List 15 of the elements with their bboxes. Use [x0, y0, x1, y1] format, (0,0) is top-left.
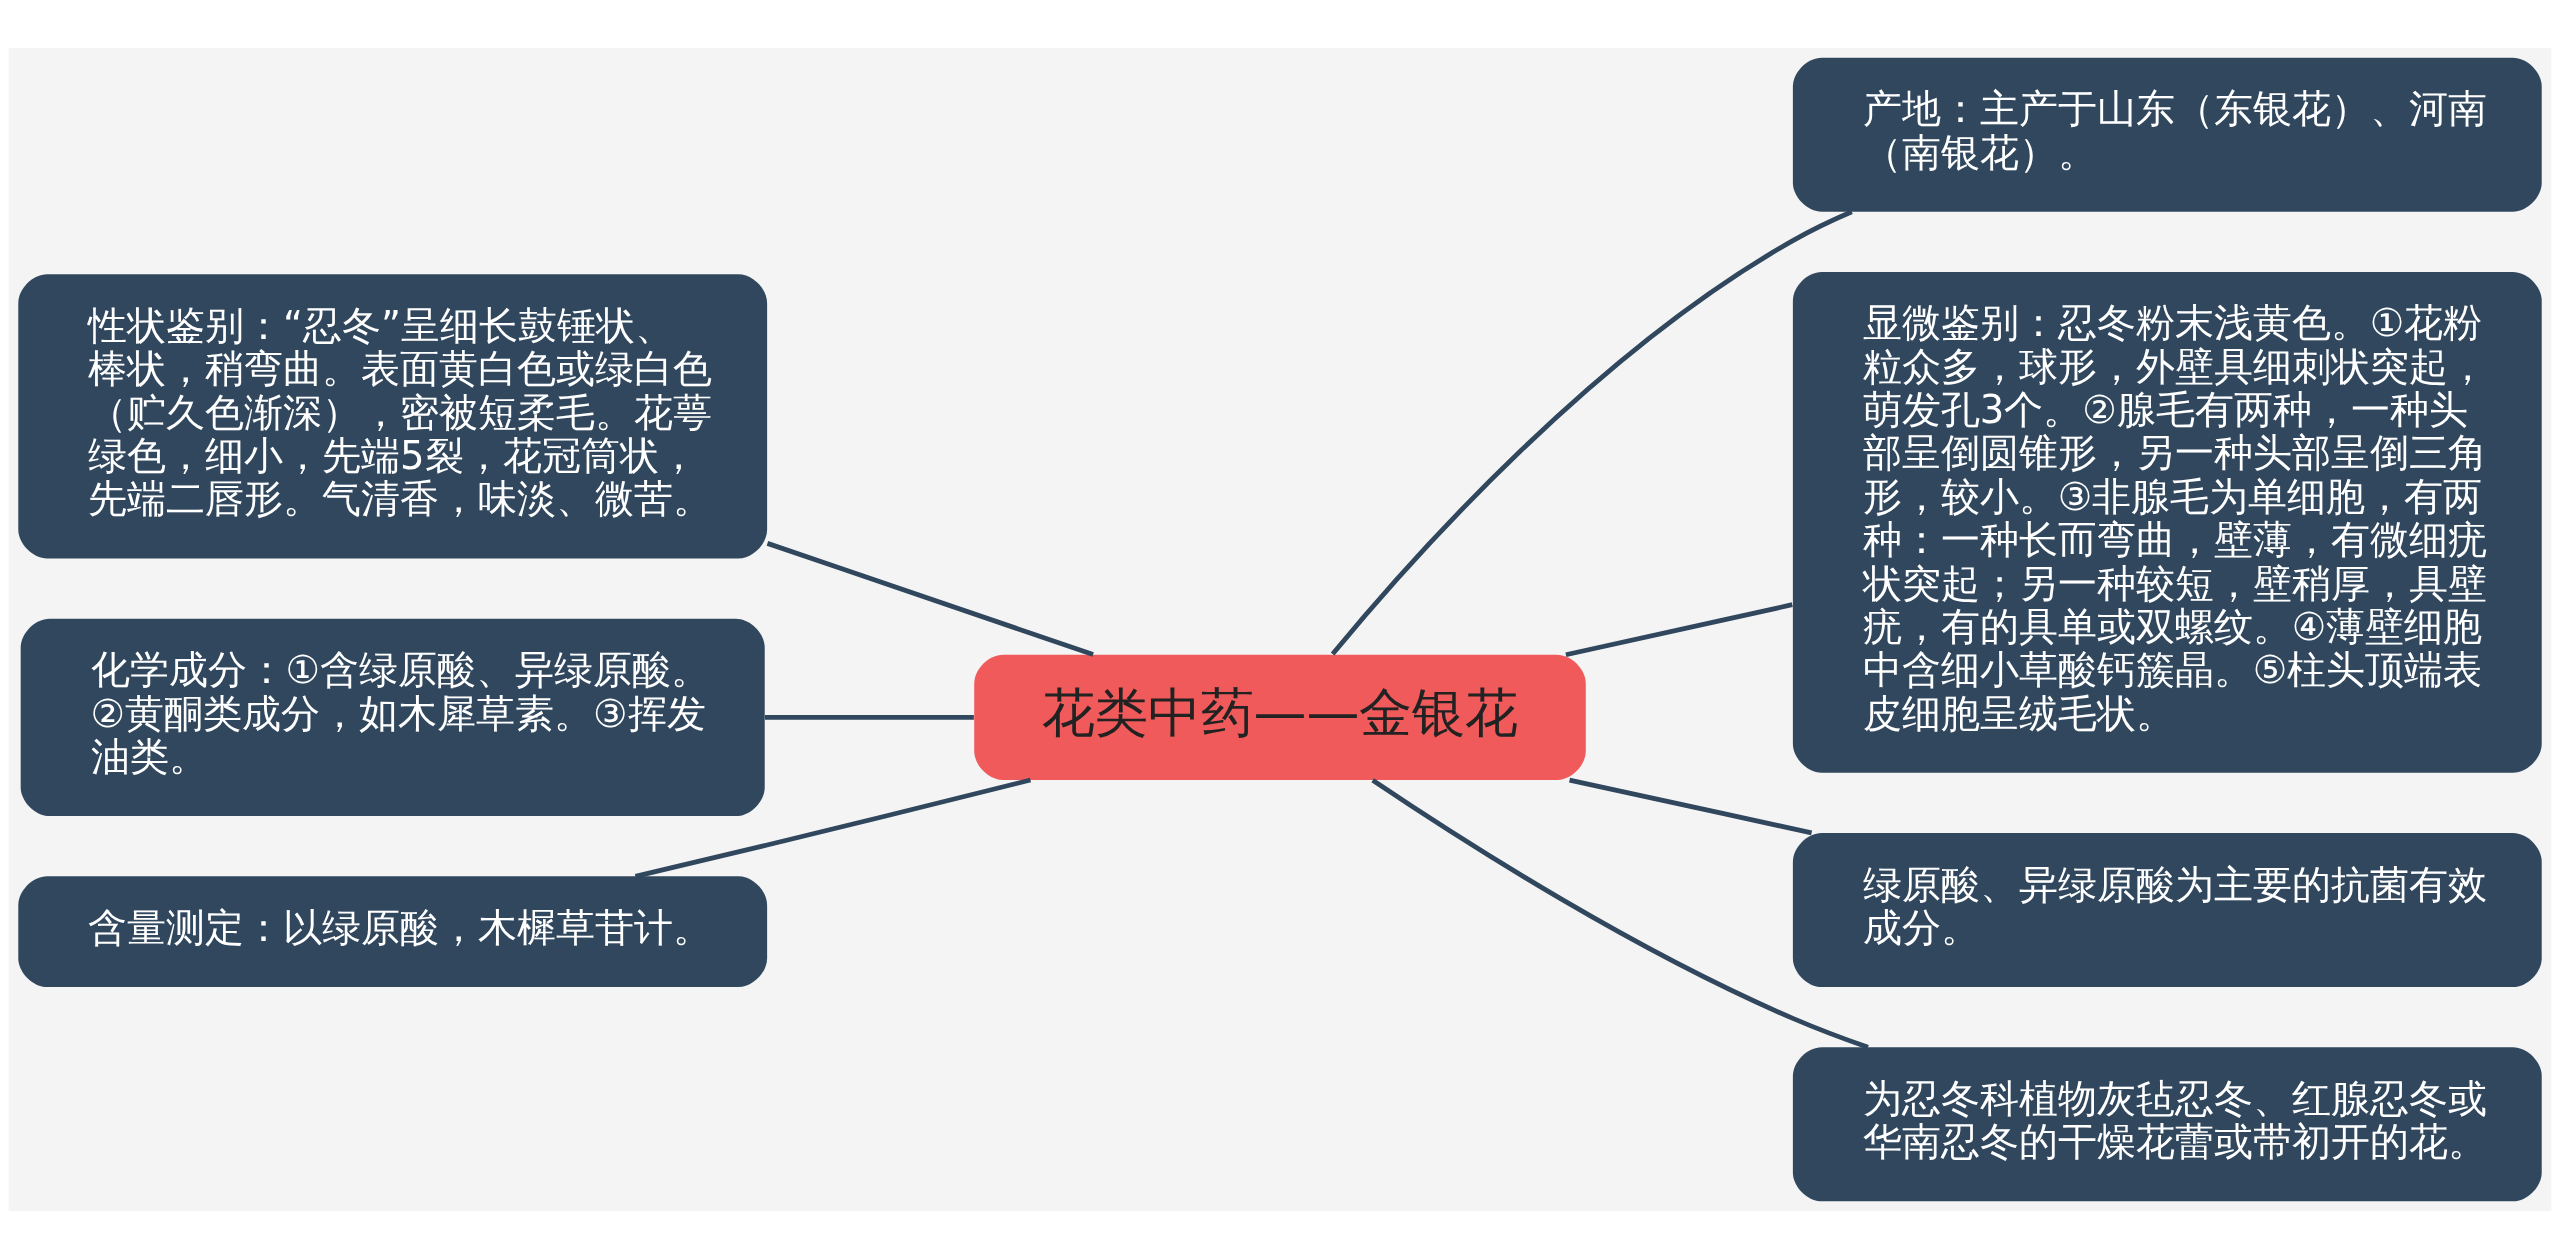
node-box: 为忍冬科植物灰毡忍冬、红腺忍冬或华南忍冬的干燥花蕾或带初开的花。 [1792, 1047, 2542, 1202]
connector [766, 541, 1094, 657]
connector [1565, 602, 1793, 658]
connector [1569, 777, 1813, 836]
connector [1330, 209, 1853, 656]
connector [764, 715, 974, 720]
node-box: 绿原酸、异绿原酸为主要的抗菌有效成分。 [1792, 832, 2542, 988]
node-box: 性状鉴别：“忍冬”呈细长鼓锤状、棒状，稍弯曲。表面黄白色或绿白色（贮久色渐深），密被短柔毛。花萼绿色，细小，先端5裂，花冠筒状，先端二唇形。气清香，味淡、微苦。 [18, 274, 768, 559]
connector [634, 777, 1032, 879]
node-box: 显微鉴别：忍冬粉末浅黄色。①花粉粒众多，球形，外壁具细刺状突起，萌发孔3个。②腺毛有两种，一种头部呈倒圆锥形，另一种头部呈倒三角形，较小。③非腺毛为单细胞，有两种：一种长而弯曲，壁薄，有微细疣状突起；另一种较短，壁稍厚，具壁疣，有的具单或双螺纹。④薄壁细胞中含细小草酸钙簇晶。⑤柱头顶端表皮细胞呈绒毛状。 [1792, 271, 2542, 773]
node-box: 化学成分：①含绿原酸、异绿原酸。②黄酮类成分，如木犀草素。③挥发油类。 [20, 618, 765, 817]
node-box: 产地：主产于山东（东银花）、河南（南银花）。 [1792, 57, 2542, 212]
node-box: 花类中药——金银花 [974, 654, 1586, 780]
connector [1371, 778, 1869, 1050]
node-box: 含量测定：以绿原酸，木樨草苷计。 [18, 876, 768, 988]
